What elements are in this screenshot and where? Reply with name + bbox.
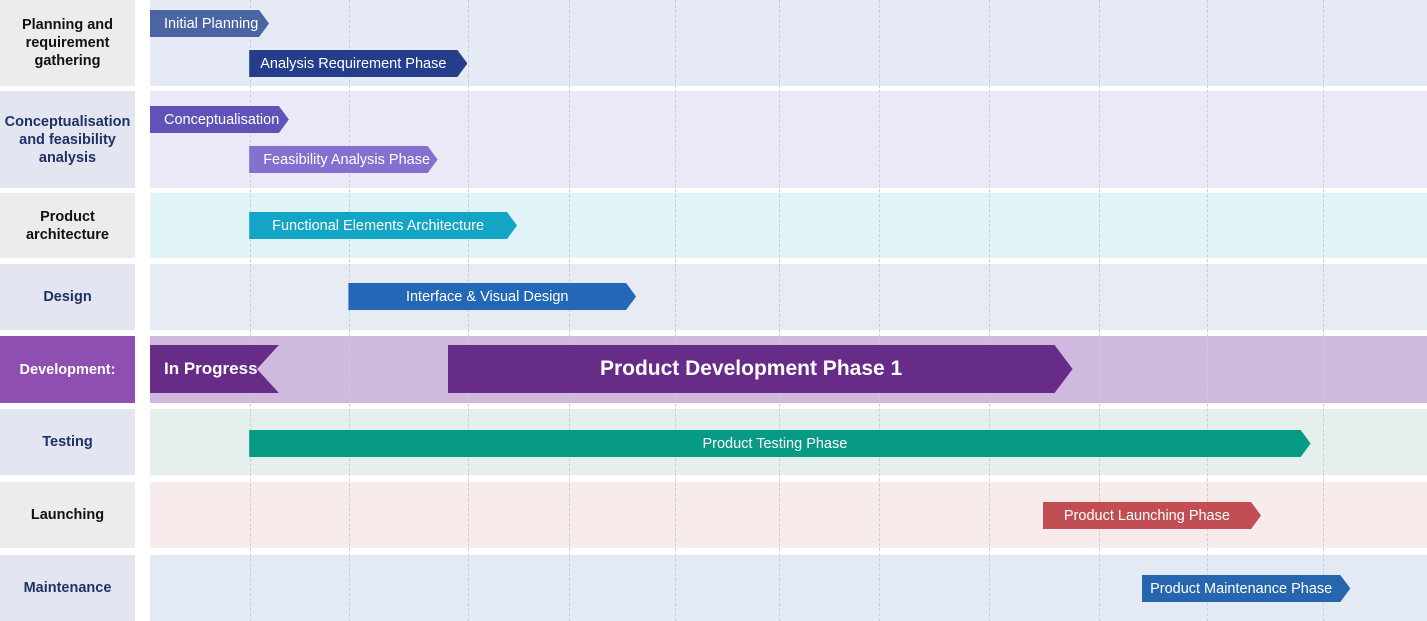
task-bar[interactable]: Product Maintenance Phase xyxy=(1142,575,1350,602)
grid-line xyxy=(779,0,780,621)
task-bar[interactable]: Feasibility Analysis Phase xyxy=(249,146,437,173)
row-label: Launching xyxy=(0,482,135,548)
grid-line xyxy=(879,0,880,621)
task-bar[interactable]: Functional Elements Architecture xyxy=(249,212,517,239)
task-bar[interactable]: Conceptualisation xyxy=(150,106,289,133)
grid-line xyxy=(1207,0,1208,621)
grid-line xyxy=(989,0,990,621)
grid-line xyxy=(468,0,469,621)
row-label: Testing xyxy=(0,409,135,475)
grid-line xyxy=(675,0,676,621)
row-label: Development: xyxy=(0,336,135,403)
row-label: Conceptualisation and feasibility analys… xyxy=(0,91,135,188)
row-lane xyxy=(150,264,1427,330)
row-label: Design xyxy=(0,264,135,330)
task-bar[interactable]: Analysis Requirement Phase xyxy=(249,50,467,77)
grid-line xyxy=(1323,0,1324,621)
task-bar[interactable]: Initial Planning xyxy=(150,10,269,37)
grid-line xyxy=(569,0,570,621)
grid-line xyxy=(250,0,251,621)
row-label: Planning and requirement gathering xyxy=(0,0,135,86)
grid-line xyxy=(1099,0,1100,621)
row-label: Maintenance xyxy=(0,555,135,621)
task-bar[interactable]: Interface & Visual Design xyxy=(348,283,636,310)
task-bar[interactable]: Product Development Phase 1 xyxy=(448,345,1073,393)
task-bar[interactable]: Product Testing Phase xyxy=(249,430,1310,457)
row-label: Product architecture xyxy=(0,193,135,258)
grid-line xyxy=(349,0,350,621)
task-bar[interactable]: Product Launching Phase xyxy=(1043,502,1261,529)
row-lane xyxy=(150,91,1427,188)
